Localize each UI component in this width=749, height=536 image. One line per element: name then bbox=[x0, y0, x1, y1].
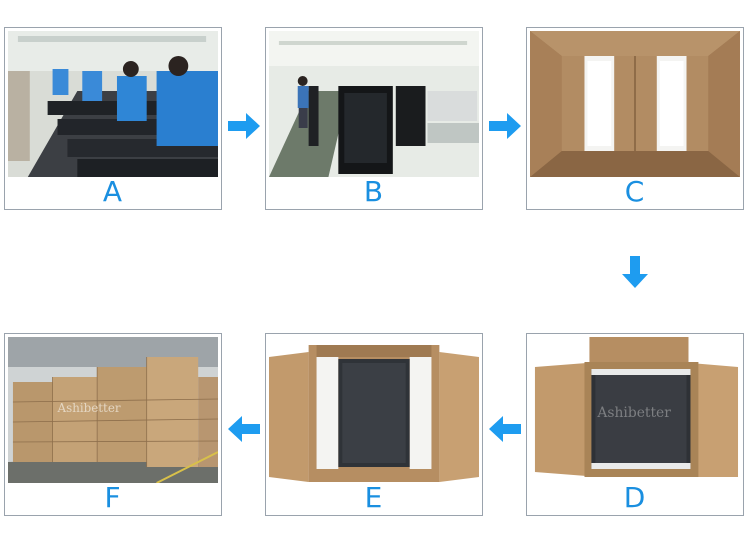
arrow-down-icon bbox=[622, 256, 648, 288]
arrow-left-icon bbox=[228, 416, 260, 442]
step-c-panel: C bbox=[526, 27, 744, 210]
step-e-panel: E bbox=[265, 333, 483, 516]
step-f-watermark: Ashibetter bbox=[57, 401, 121, 415]
step-b-photo bbox=[269, 31, 479, 177]
step-a-photo bbox=[8, 31, 218, 177]
step-a-label: A bbox=[102, 175, 124, 208]
step-b-label: B bbox=[363, 175, 385, 208]
step-e-label: E bbox=[364, 481, 384, 514]
arrow-left-icon bbox=[489, 416, 521, 442]
step-f-label: F bbox=[104, 481, 122, 514]
arrow-right-icon bbox=[228, 113, 260, 139]
step-c-label: C bbox=[624, 175, 646, 208]
step-c-photo bbox=[530, 31, 740, 177]
step-a-panel: A bbox=[4, 27, 222, 210]
step-d-label: D bbox=[623, 481, 647, 514]
step-b-panel: B bbox=[265, 27, 483, 210]
arrow-right-icon bbox=[489, 113, 521, 139]
step-f-photo: Ashibetter bbox=[8, 337, 218, 483]
step-e-photo bbox=[269, 337, 479, 483]
step-d-panel: Ashibetter D bbox=[526, 333, 744, 516]
step-f-panel: Ashibetter F bbox=[4, 333, 222, 516]
step-d-watermark: Ashibetter bbox=[596, 405, 671, 421]
step-d-photo: Ashibetter bbox=[530, 337, 740, 483]
